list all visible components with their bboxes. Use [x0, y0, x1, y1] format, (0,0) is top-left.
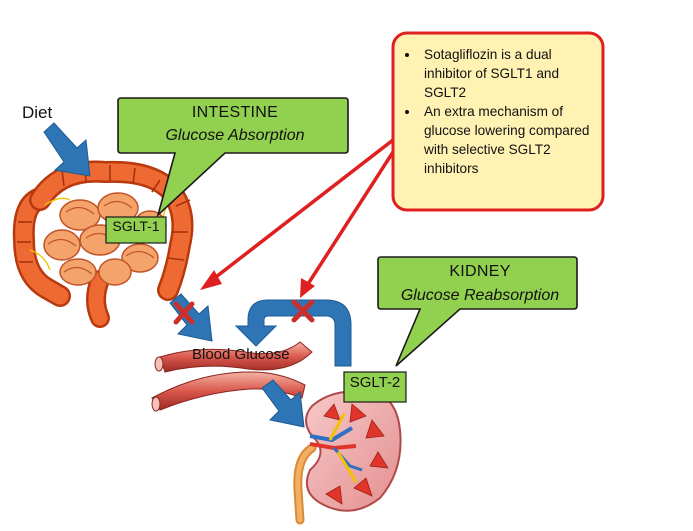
blood-vessel [151, 341, 313, 412]
kidney-subtitle: Glucose Reabsorption [400, 287, 560, 304]
note-bullet-list: Sotagliflozin is a dual inhibitor of SGL… [402, 45, 592, 178]
intestine-title: INTESTINE [191, 104, 279, 121]
inhibition-pointers [200, 138, 395, 298]
sglt1-label: SGLT-1 [112, 218, 160, 234]
filtration-arrow-icon [261, 379, 305, 428]
sglt1-label-box [105, 216, 167, 244]
kidney-illustration [293, 389, 402, 525]
reabsorption-arrow-icon [234, 299, 352, 367]
kidney-title: KIDNEY [449, 263, 511, 280]
note-text: Sotagliflozin is a dual inhibitor of SGL… [402, 45, 592, 178]
inhibition-x-icon-kidney [291, 299, 315, 323]
diet-arrow-icon [43, 122, 91, 177]
diet-label: Diet [22, 103, 53, 122]
note-bullet: An extra mechanism of glucose lowering c… [420, 102, 592, 178]
sglt2-label: SGLT-2 [349, 374, 401, 391]
note-box [391, 31, 605, 212]
kidney-callout [377, 256, 578, 367]
sglt2-label-box [343, 371, 407, 403]
intestine-subtitle: Glucose Absorption [165, 127, 305, 144]
blood-glucose-label: Blood Glucose [192, 346, 290, 363]
inhibition-x-icon-intestine [173, 301, 195, 325]
intestine-callout [117, 97, 349, 218]
note-bullet: Sotagliflozin is a dual inhibitor of SGL… [420, 45, 592, 102]
